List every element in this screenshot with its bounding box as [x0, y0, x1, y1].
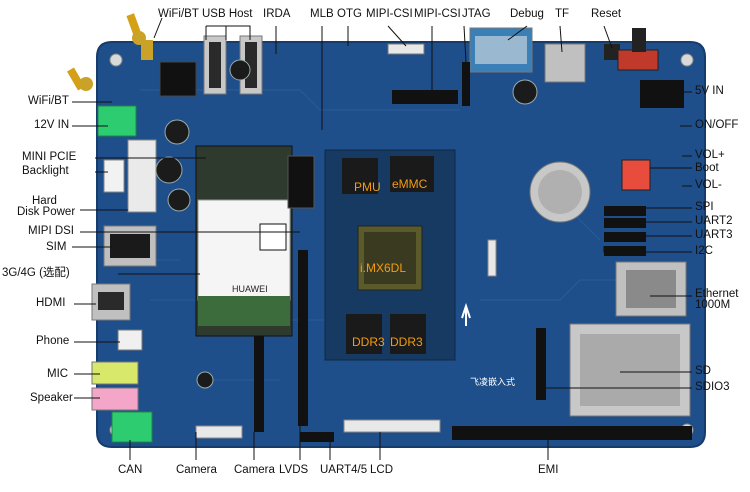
label-1000m: 1000M: [695, 299, 731, 311]
mount-hole-tl: [109, 53, 123, 67]
label-on-off: ON/OFF: [695, 119, 739, 131]
label-emmc: eMMC: [392, 177, 428, 191]
label-speaker: Speaker: [30, 392, 73, 404]
label-irda: IRDA: [263, 8, 291, 20]
pmu-chip: [342, 158, 378, 194]
mic-jack: [91, 361, 139, 385]
camera-header: [254, 336, 264, 432]
label-ddr3-2: DDR3: [390, 335, 423, 349]
label-emi: EMI: [538, 464, 559, 476]
mipi-dsi-connector: [487, 239, 497, 277]
label-pmu: PMU: [354, 180, 381, 194]
emi-header: [452, 426, 692, 440]
label-mipi-csi-2: MIPI-CSI: [414, 8, 461, 20]
antenna-left: [67, 67, 93, 91]
power-jack-5v: [640, 80, 684, 108]
label-lvds: LVDS: [279, 464, 309, 476]
lcd-connector: [343, 419, 441, 433]
terminal-12v: [97, 105, 137, 137]
label-debug: Debug: [510, 8, 544, 20]
label-uart2: UART2: [695, 215, 733, 227]
label-mipi-dsi: MIPI DSI: [28, 225, 75, 237]
emmc-chip: [390, 156, 434, 192]
label-jtag: JTAG: [462, 8, 491, 20]
label-mipi-csi-1: MIPI-CSI: [366, 8, 413, 20]
arrow-silkscreen: [461, 302, 471, 326]
reset-switch: [604, 44, 620, 60]
label-uart3: UART3: [695, 229, 733, 241]
label-hdmi: HDMI: [36, 297, 66, 309]
antenna-top: [126, 13, 153, 60]
label-phone: Phone: [36, 335, 70, 347]
boot-dip-switch: [621, 159, 651, 191]
label-otg: OTG: [337, 8, 362, 20]
label-i2c: I2C: [695, 245, 713, 257]
label-ethernet: Ethernet: [695, 288, 739, 300]
silk-brand: 飞凌嵌入式: [470, 377, 516, 387]
terminal-can: [111, 411, 153, 443]
uart2-header: [604, 218, 646, 228]
label-hard: Hard: [32, 195, 57, 207]
red-switch: [617, 49, 659, 71]
label-cpu: i.MX6DL: [360, 261, 407, 275]
label-ddr3-1: DDR3: [352, 335, 385, 349]
label-sd: SD: [695, 365, 711, 377]
label-can: CAN: [118, 464, 143, 476]
label-12v-in: 12V IN: [34, 119, 70, 131]
jtag-header: [462, 62, 470, 106]
label-5v-in: 5V IN: [695, 85, 724, 97]
hdd-power-connector: [127, 139, 157, 213]
label-vol-minus: VOL-: [695, 179, 722, 191]
label-vol-plus: VOL+: [695, 149, 725, 161]
camera-connector: [195, 425, 243, 439]
phone-connector: [117, 329, 143, 351]
label-wifi-bt-left: WiFi/BT: [28, 95, 69, 107]
label-boot: Boot: [695, 162, 719, 174]
label-mic: MIC: [47, 368, 69, 380]
uart45-header: [300, 432, 334, 442]
label-3g4g: 3G/4G (选配): [2, 267, 70, 279]
i2c-header: [604, 246, 646, 256]
label-usb-host: USB Host: [202, 8, 253, 20]
label-tf: TF: [555, 8, 570, 20]
label-disk-power: Disk Power: [17, 206, 76, 218]
sata-connector: [287, 155, 315, 209]
lvds-header: [298, 250, 308, 426]
mipi-csi-connector-1: [387, 43, 425, 55]
silk-huawei: HUAWEI: [232, 284, 268, 294]
label-backlight: Backlight: [22, 165, 69, 177]
label-mini-pcie: MINI PCIE: [22, 151, 77, 163]
speaker-jack: [91, 387, 139, 411]
tf-slot: [544, 43, 586, 83]
mount-hole-tr: [680, 53, 694, 67]
label-wifi-bt-top: WiFi/BT: [158, 8, 199, 20]
label-camera-1: Camera: [176, 464, 217, 476]
leader-lines: [72, 17, 692, 460]
sdio3-header: [536, 328, 546, 400]
label-uart45: UART4/5: [320, 464, 368, 476]
label-sim: SIM: [46, 241, 67, 253]
uart3-header: [604, 232, 646, 242]
mipi-csi-header: [392, 90, 458, 104]
wifi-module: [159, 61, 197, 97]
label-spi: SPI: [695, 201, 714, 213]
ddr3-chip-2: [390, 314, 426, 354]
label-reset: Reset: [591, 8, 622, 20]
label-camera-2: Camera: [234, 464, 275, 476]
label-mlb: MLB: [310, 8, 334, 20]
ddr3-chip-1: [346, 314, 382, 354]
label-sdio3: SDIO3: [695, 381, 730, 393]
backlight-connector: [103, 159, 125, 193]
label-lcd: LCD: [370, 464, 394, 476]
spi-header: [604, 206, 646, 216]
